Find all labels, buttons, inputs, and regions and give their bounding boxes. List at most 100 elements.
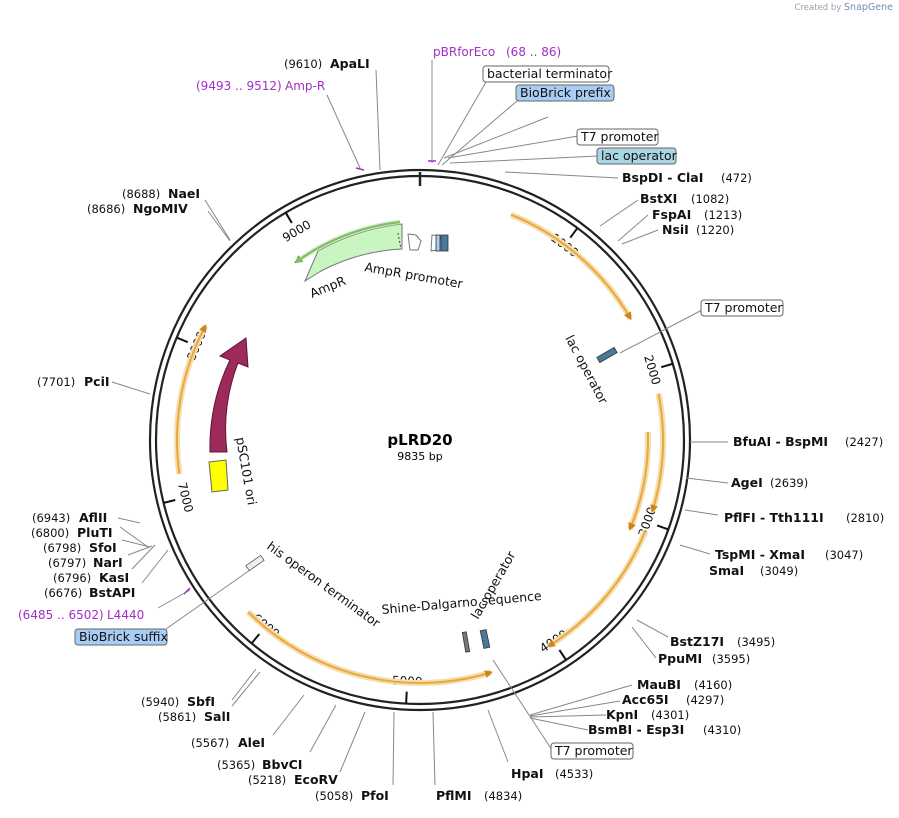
enzyme-label-pfoi[interactable]: (5058) PfoI (315, 788, 389, 803)
svg-text:SalI: SalI (204, 709, 230, 724)
enzyme-label-smai[interactable]: SmaI (3049) (709, 563, 798, 578)
boxed-label-biobrick-prefix[interactable]: BioBrick prefix (515, 84, 615, 102)
enzyme-label-hpai[interactable]: HpaI (4533) (511, 766, 593, 781)
shine-dalgarno-glyph (461, 631, 471, 653)
boxed-label-t7-promoter-bottom[interactable]: T7 promoter (550, 742, 634, 760)
enzyme-label-nsii[interactable]: NsiI (1220) (662, 222, 734, 237)
enzyme-label-ppumi[interactable]: PpuMI (3595) (658, 651, 750, 666)
enzyme-label-pflfi-tth111i[interactable]: PflFI - Tth111I (2810) (724, 510, 884, 525)
enzyme-label-nari[interactable]: (6797) NarI (48, 555, 123, 570)
svg-text:(2427): (2427) (845, 435, 883, 449)
enzyme-label-bbvci[interactable]: (5365) BbvCI (217, 757, 302, 772)
enzyme-label-pflmi[interactable]: PflMI (4834) (436, 788, 522, 803)
ampr-promoter-arrow (407, 233, 422, 251)
enzyme-label-apali[interactable]: (9610) ApaLI (284, 56, 370, 71)
svg-text:(5567): (5567) (191, 736, 229, 750)
boxed-label-t7-promoter-right[interactable]: T7 promoter (700, 299, 784, 317)
enzyme-label-maubi[interactable]: MauBI (4160) (637, 677, 732, 692)
orf-arcs (174, 211, 666, 686)
enzyme-label-fspai[interactable]: FspAI (1213) (652, 207, 742, 222)
svg-text:BspDI - ClaI: BspDI - ClaI (622, 170, 703, 185)
enzyme-label-bfuai-bspmi[interactable]: BfuAI - BspMI (2427) (733, 434, 883, 449)
primer-label-l4440[interactable]: (6485 .. 6502) L4440 (18, 608, 144, 622)
snapgene-branding: Created by SnapGene (795, 2, 893, 13)
plasmid-size: 9835 bp (397, 450, 442, 463)
enzyme-label-ngomiv[interactable]: (8686) NgoMIV (87, 201, 188, 216)
primer-label-pbrforeco[interactable]: pBRforEco (68 .. 86) (433, 45, 561, 59)
top-small-features (430, 234, 449, 252)
plasmid-name: pLRD20 (387, 431, 452, 449)
svg-text:T7 promoter: T7 promoter (580, 129, 659, 144)
enzyme-label-bstz17i[interactable]: BstZ17I (3495) (670, 634, 775, 649)
orf-arc-6 (176, 324, 207, 474)
svg-text:BstAPI: BstAPI (89, 585, 135, 600)
enzyme-label-acc65i[interactable]: Acc65I (4297) (622, 692, 724, 707)
lac-operator-right-label: lac operator (562, 332, 611, 407)
enzyme-label-pcii[interactable]: (7701) PciI (37, 374, 110, 389)
primer-label-amp-r[interactable]: (9493 .. 9512) Amp-R (196, 79, 325, 93)
svg-text:NsiI: NsiI (662, 222, 689, 237)
svg-text:(4160): (4160) (694, 678, 732, 692)
svg-text:Amp-R: Amp-R (285, 79, 325, 93)
enzyme-label-bsmbi-esp3i[interactable]: BsmBI - Esp3I (4310) (588, 722, 741, 737)
svg-text:FspAI: FspAI (652, 207, 691, 222)
enzyme-label-sali[interactable]: (5861) SalI (158, 709, 230, 724)
primer-marks (183, 160, 436, 595)
svg-text:(5861): (5861) (158, 710, 196, 724)
enzyme-label-alei[interactable]: (5567) AleI (191, 735, 265, 750)
enzyme-label-agei[interactable]: AgeI (2639) (731, 475, 808, 490)
svg-text:SbfI: SbfI (187, 694, 215, 709)
svg-text:(5940): (5940) (141, 695, 179, 709)
rep101-feature (209, 337, 249, 453)
svg-text:AgeI: AgeI (731, 475, 763, 490)
svg-text:(4301): (4301) (651, 708, 689, 722)
orf-arc-4 (547, 530, 647, 648)
svg-text:(6800): (6800) (31, 526, 69, 540)
svg-text:TspMI - XmaI: TspMI - XmaI (715, 547, 805, 562)
svg-text:SfoI: SfoI (89, 540, 117, 555)
tick-mark-5000 (405, 691, 408, 704)
boxed-label-lac-operator-top[interactable]: lac operator (596, 147, 678, 165)
svg-text:(6796): (6796) (53, 571, 91, 585)
enzyme-label-naei[interactable]: (8688) NaeI (122, 186, 200, 201)
boxed-label-t7-promoter-top[interactable]: T7 promoter (576, 128, 659, 146)
enzyme-label-aflii[interactable]: (6943) AflII (32, 510, 107, 525)
enzyme-label-kpni[interactable]: KpnI (4301) (606, 707, 689, 722)
svg-text:L4440: L4440 (107, 608, 144, 622)
shine-dalgarno-label: Shine-Dalgarno sequence (381, 588, 543, 617)
enzyme-label-kasi[interactable]: (6796) KasI (53, 570, 129, 585)
his-terminator-glyph (245, 554, 265, 572)
his-operon-terminator-label: his operon terminator (264, 538, 384, 631)
svg-text:lac operator: lac operator (601, 148, 678, 163)
boxed-label-bacterial-terminator[interactable]: bacterial terminator (482, 65, 613, 83)
enzyme-label-sfoi[interactable]: (6798) SfoI (43, 540, 117, 555)
enzyme-label-bstapi[interactable]: (6676) BstAPI (44, 585, 135, 600)
svg-text:T7 promoter: T7 promoter (554, 743, 633, 758)
orf-arc-5 (247, 611, 493, 684)
enzyme-label-ecorv[interactable]: (5218) EcoRV (248, 772, 338, 787)
svg-text:(4310): (4310) (703, 723, 741, 737)
tick-mark-1000 (569, 227, 579, 239)
svg-text:pBRforEco: pBRforEco (433, 45, 495, 59)
orf-arc-2 (650, 393, 664, 513)
tick-mark-3000 (656, 524, 669, 531)
orf-arc-3 (628, 432, 649, 531)
svg-text:(5365): (5365) (217, 758, 255, 772)
tick-mark-6000 (250, 633, 261, 644)
enzyme-label-pluti[interactable]: (6800) PluTI (31, 525, 113, 540)
tick-mark-7000 (163, 499, 176, 504)
svg-text:(4297): (4297) (686, 693, 724, 707)
boxed-label-biobrick-suffix[interactable]: BioBrick suffix (74, 628, 168, 646)
svg-text:PciI: PciI (84, 374, 110, 389)
psc101-ori-label: pSC101 ori (233, 436, 260, 506)
psc101-ori-feature (208, 459, 229, 493)
svg-text:(6676): (6676) (44, 586, 82, 600)
enzyme-label-sbfi[interactable]: (5940) SbfI (141, 694, 215, 709)
enzyme-label-bspdi-clai[interactable]: BspDI - ClaI (472) (622, 170, 752, 185)
enzyme-label-bstxi[interactable]: BstXI (1082) (640, 191, 729, 206)
svg-text:KpnI: KpnI (606, 707, 638, 722)
svg-text:PpuMI: PpuMI (658, 651, 702, 666)
enzyme-label-tspmi-xmai[interactable]: TspMI - XmaI (3047) (715, 547, 863, 562)
